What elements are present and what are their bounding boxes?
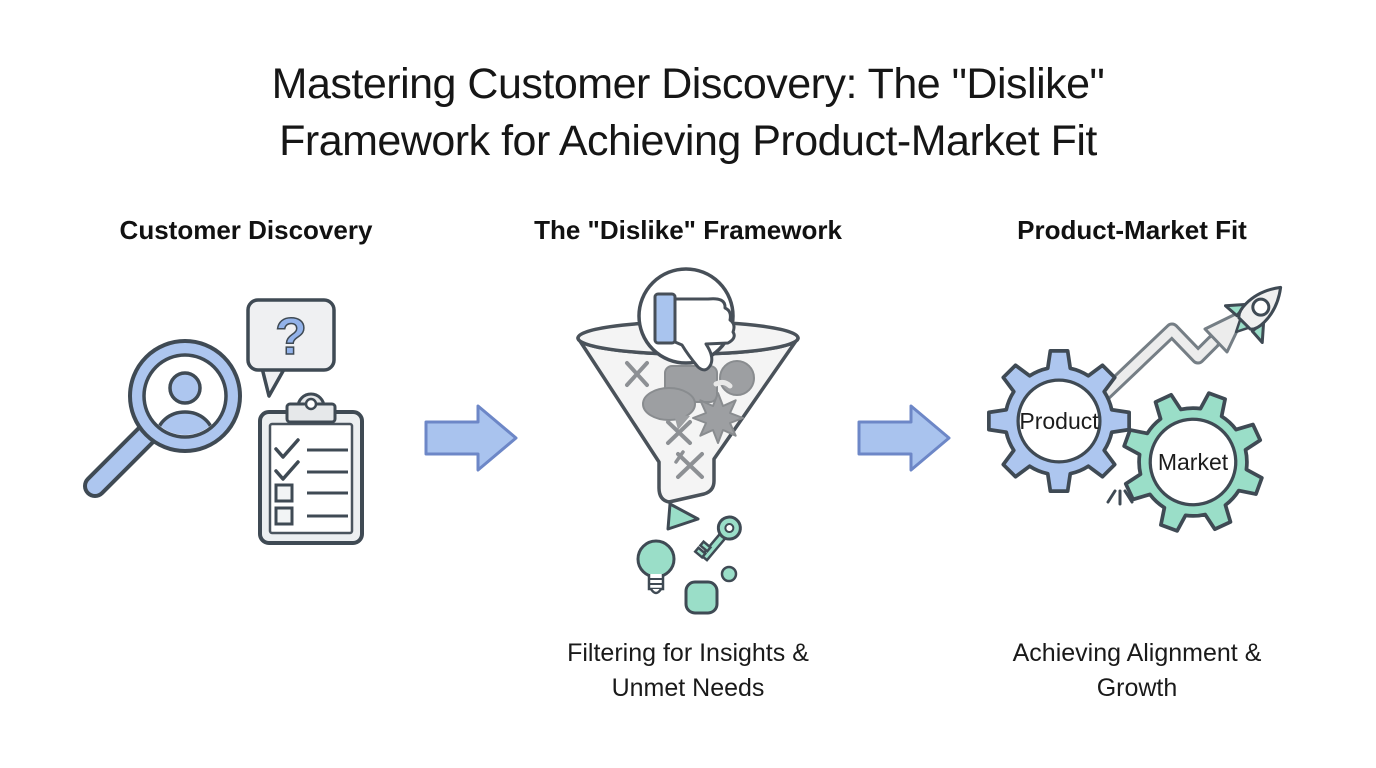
- caption-line1: Achieving Alignment &: [1012, 639, 1262, 667]
- noise-burst-star: [692, 392, 744, 444]
- caption-dislike-framework: Filtering for Insights & Unmet Needs: [488, 636, 888, 706]
- insight-dot: [720, 565, 738, 583]
- market-gear-label: Market: [1158, 449, 1229, 475]
- product-gear-hub: [1016, 378, 1102, 464]
- checkbox-1: [274, 483, 294, 503]
- question-speech-bubble-icon: ?: [246, 298, 336, 398]
- growth-arrow-shaft: [1085, 325, 1218, 413]
- rocket-icon: [1223, 285, 1283, 345]
- user-head: [168, 371, 202, 405]
- arrow-right-shape: [857, 404, 951, 472]
- insight-rounded-square: [684, 580, 719, 615]
- dislike-funnel-illustration: [576, 267, 800, 615]
- magnifier-handle: [87, 426, 155, 494]
- spark-ticks: [1106, 489, 1134, 506]
- x-mark-1: [625, 361, 649, 387]
- bulb-globe: [636, 539, 676, 579]
- noise-blob-circle: [719, 360, 755, 396]
- checklist-clipboard-icon: [258, 392, 364, 545]
- noise-gap-squiggle: [713, 379, 733, 389]
- noise-speech-tail: [674, 414, 690, 430]
- page-title-line2: Framework for Achieving Product-Market F…: [279, 116, 1097, 165]
- caption-line2: Unmet Needs: [611, 674, 765, 702]
- checkmark-1: [274, 438, 300, 459]
- x-mark-2: [666, 420, 692, 445]
- noise-speech-bubble: [642, 387, 696, 421]
- flow-arrow-1-icon: [424, 404, 518, 472]
- thumbs-down-icon: [637, 267, 736, 372]
- insight-shapes: [636, 502, 742, 615]
- magnifying-glass-user-icon: [83, 339, 242, 498]
- clipboard-clip-knob: [304, 397, 318, 411]
- key-bow-hole: [724, 523, 735, 534]
- market-gear-hub: [1148, 417, 1238, 507]
- product-gear-label: Product: [1019, 408, 1099, 434]
- growth-zigzag-arrow-icon: [1082, 306, 1250, 416]
- mesh-spark-icon: [1106, 489, 1134, 506]
- thumbs-down-cuff: [653, 292, 677, 345]
- checkmark-2: [274, 460, 300, 481]
- insight-key-icon: [693, 515, 742, 562]
- page-title-line1: Mastering Customer Discovery: The "Disli…: [271, 60, 1105, 108]
- question-mark-glyph: ?: [275, 308, 307, 366]
- user-shoulders: [155, 410, 215, 435]
- arrow-right-shape: [424, 404, 518, 472]
- header-product-market-fit: Product-Market Fit: [1017, 215, 1247, 245]
- bulb-base: [647, 574, 665, 591]
- insight-triangle: [666, 502, 700, 531]
- checkbox-2: [274, 506, 294, 526]
- caption-line1: Filtering for Insights &: [567, 639, 809, 667]
- caption-product-market-fit: Achieving Alignment & Growth: [937, 636, 1337, 706]
- product-market-fit-illustration: Product Market: [987, 285, 1285, 554]
- insight-lightbulb-icon: [636, 539, 676, 595]
- x-mark-3: [676, 452, 704, 479]
- key-tooth-2: [693, 546, 708, 560]
- rejected-feedback-shapes: [625, 360, 755, 479]
- header-dislike-framework: The "Dislike" Framework: [534, 215, 842, 245]
- speech-bubble-body: [246, 298, 336, 372]
- header-customer-discovery: Customer Discovery: [119, 215, 373, 245]
- customer-discovery-illustration: ?: [83, 298, 364, 545]
- market-gear-icon: Market: [1101, 370, 1285, 554]
- key-tooth-1: [698, 539, 713, 554]
- rocket-window: [1251, 297, 1271, 317]
- thumbs-down-hand: [673, 297, 736, 372]
- flow-arrow-2-icon: [857, 404, 951, 472]
- product-gear-icon: Product: [987, 349, 1131, 493]
- caption-line2: Growth: [1096, 674, 1178, 702]
- page-title: Mastering Customer Discovery: The "Disli…: [0, 56, 1376, 170]
- bulb-tip: [649, 588, 663, 595]
